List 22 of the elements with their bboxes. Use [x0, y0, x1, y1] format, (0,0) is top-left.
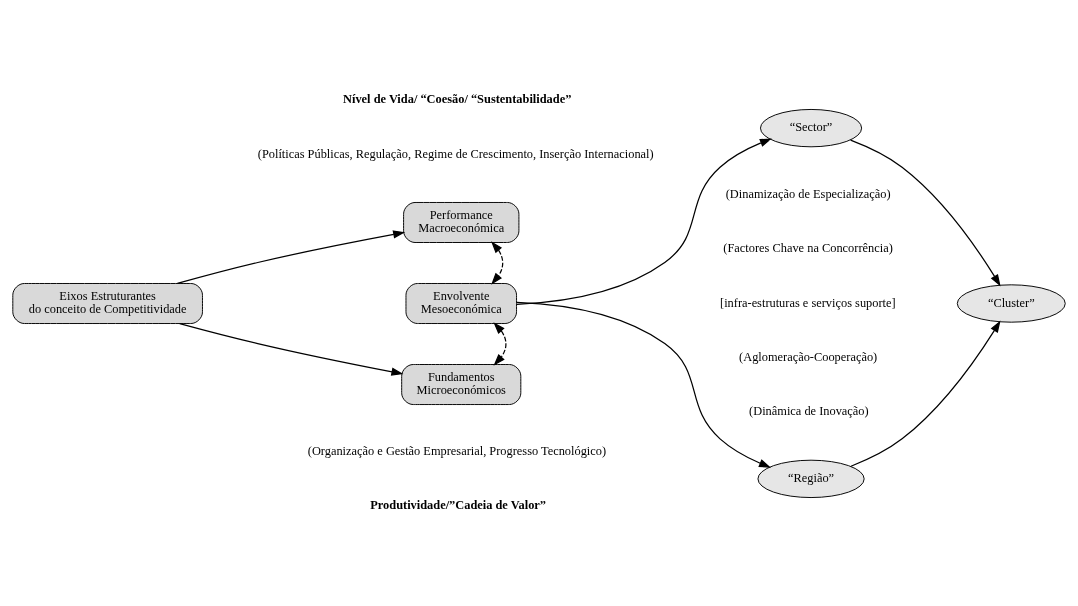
node-box: Fundamentos Microeconómicos [401, 363, 522, 405]
label: (Factores Chave na Concorrência) [723, 240, 893, 255]
arrow [493, 321, 507, 366]
arrow [491, 240, 504, 285]
node-box: Envolvente Mesoeconómica [405, 282, 517, 324]
arrow [176, 229, 406, 284]
label: [infra-estruturas e serviços suporte] [720, 295, 896, 310]
arrow [516, 138, 772, 305]
label: (Organização e Gestão Empresarial, Progresso Tecnológico) [307, 443, 607, 458]
label: (Políticas Públicas, Regulação, Regime de Crescimento, Inserção Internacional) [257, 146, 654, 161]
arrow [850, 139, 1001, 286]
arrow [179, 322, 404, 376]
arrow [850, 319, 1001, 467]
node-box: Eixos Estruturantes do conceito de Competitividade [12, 282, 203, 324]
label: (Aglomeração-Cooperação) [739, 349, 878, 364]
node-ellipse: “Cluster” [956, 283, 1066, 323]
label: Nível de Vida/ “Coesão/ “Sustentabilidade” [343, 91, 572, 106]
label: Produtividade/”Cadeia de Valor” [370, 497, 547, 512]
label: (Dinamização de Especialização) [725, 186, 891, 201]
arrow [516, 301, 772, 468]
node-box: Performance Macroeconómica [403, 201, 520, 243]
label: (Dinâmica de Inovação) [749, 403, 869, 418]
